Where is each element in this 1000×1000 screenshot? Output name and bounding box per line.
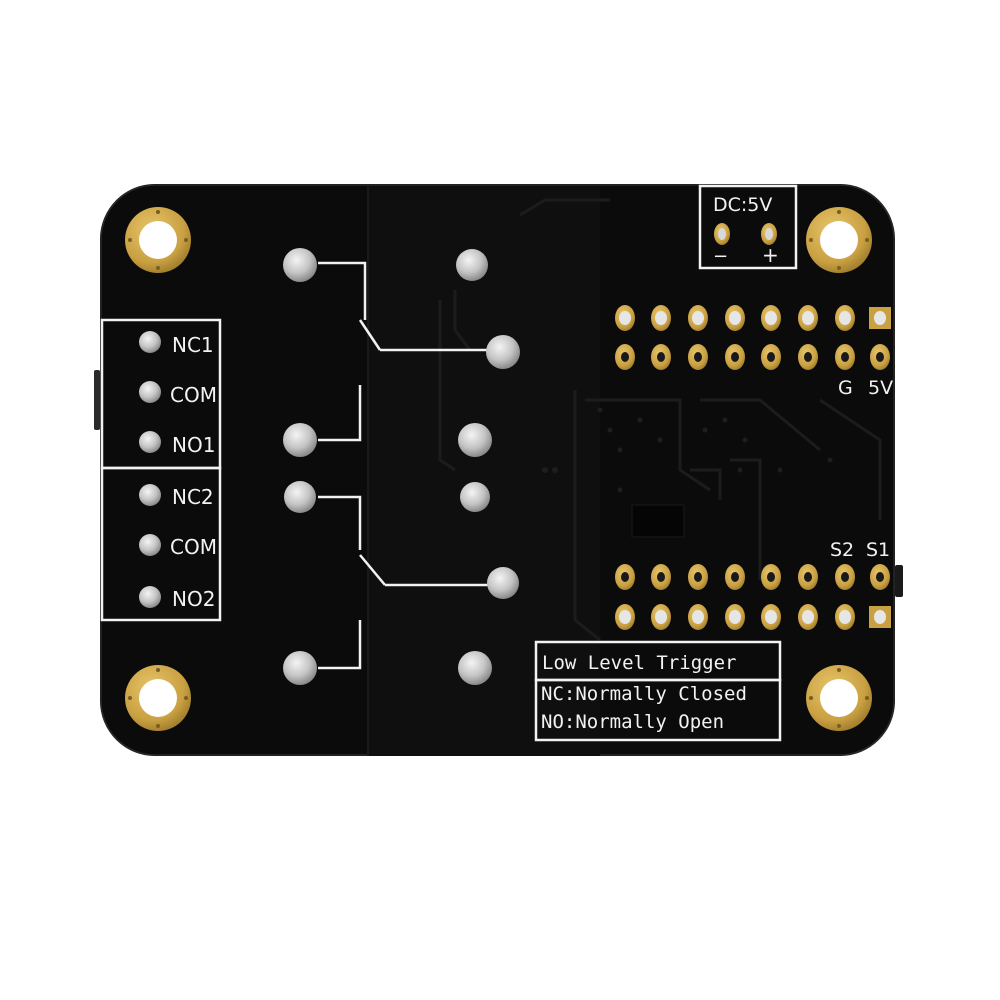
mounting-hole-top-right	[806, 207, 872, 273]
label-no2: NO2	[172, 587, 215, 611]
label-ground: G	[838, 377, 853, 399]
via-dots	[542, 407, 833, 493]
header-top-pins	[615, 305, 891, 370]
header-pad-hole	[839, 610, 851, 624]
header-pad-hole	[621, 352, 629, 362]
header-pad-hole	[839, 311, 851, 325]
mounting-hole-vias	[128, 210, 869, 728]
header-pad-hole	[767, 352, 775, 362]
header-pad-hole	[619, 610, 631, 624]
label-nc2: NC2	[172, 485, 214, 509]
header-pad-hole	[804, 572, 812, 582]
edge-connector-nub-left	[94, 370, 100, 430]
header-pad-hole	[765, 610, 777, 624]
header-pad-hole	[655, 311, 667, 325]
header-pad-hole	[841, 352, 849, 362]
dc-input-pads	[714, 223, 777, 245]
relay-footprint-area	[368, 186, 600, 756]
ic-footprint	[631, 504, 685, 538]
header-pad-hole	[876, 572, 884, 582]
label-com2: COM	[170, 535, 217, 559]
label-5v: 5V	[868, 377, 893, 399]
header-pad-hole	[655, 610, 667, 624]
label-dc-minus: −	[713, 246, 728, 267]
header-pad-hole	[841, 572, 849, 582]
label-nc1: NC1	[172, 333, 214, 357]
header-pad-hole	[692, 610, 704, 624]
label-com1: COM	[170, 383, 217, 407]
header-pad-hole	[621, 572, 629, 582]
legend-no: NO:Normally Open	[541, 711, 724, 733]
header-pad-hole	[802, 610, 814, 624]
header-pad-hole	[657, 572, 665, 582]
header-pad-hole	[729, 311, 741, 325]
dc-input-box	[698, 184, 798, 270]
header-bottom-pins	[615, 564, 891, 630]
header-pad-hole	[765, 311, 777, 325]
mounting-hole-bottom-right	[806, 665, 872, 731]
header-pad-hole	[802, 311, 814, 325]
mounting-hole-top-left	[125, 207, 191, 273]
relay-symbol-2	[318, 495, 500, 670]
label-dc-plus: +	[762, 243, 779, 267]
header-pad-hole	[692, 311, 704, 325]
label-s2: S2	[830, 539, 854, 561]
header-pad-hole	[657, 352, 665, 362]
header-pad-hole	[874, 311, 886, 325]
header-pad-hole	[729, 610, 741, 624]
legend-trigger: Low Level Trigger	[542, 652, 736, 674]
header-pad-hole	[876, 352, 884, 362]
header-pad-hole	[694, 352, 702, 362]
pcb-traces	[438, 198, 882, 642]
legend-box	[534, 640, 782, 742]
edge-connector-nub	[895, 565, 903, 597]
terminal-solder-joints	[139, 331, 161, 608]
mounting-hole-bottom-left	[125, 665, 191, 731]
header-pad-hole	[619, 311, 631, 325]
relay-symbol-1	[318, 261, 500, 442]
header-pad-hole	[731, 572, 739, 582]
legend-nc: NC:Normally Closed	[541, 683, 747, 705]
header-pad-hole	[767, 572, 775, 582]
header-pad-hole	[694, 572, 702, 582]
terminal-block-outline	[100, 318, 222, 622]
label-dc-5v: DC:5V	[713, 194, 772, 216]
header-pad-hole	[731, 352, 739, 362]
label-s1: S1	[866, 539, 890, 561]
relay-solder-joints	[283, 248, 520, 685]
header-pad-hole	[804, 352, 812, 362]
label-no1: NO1	[172, 433, 215, 457]
header-pad-hole	[874, 610, 886, 624]
